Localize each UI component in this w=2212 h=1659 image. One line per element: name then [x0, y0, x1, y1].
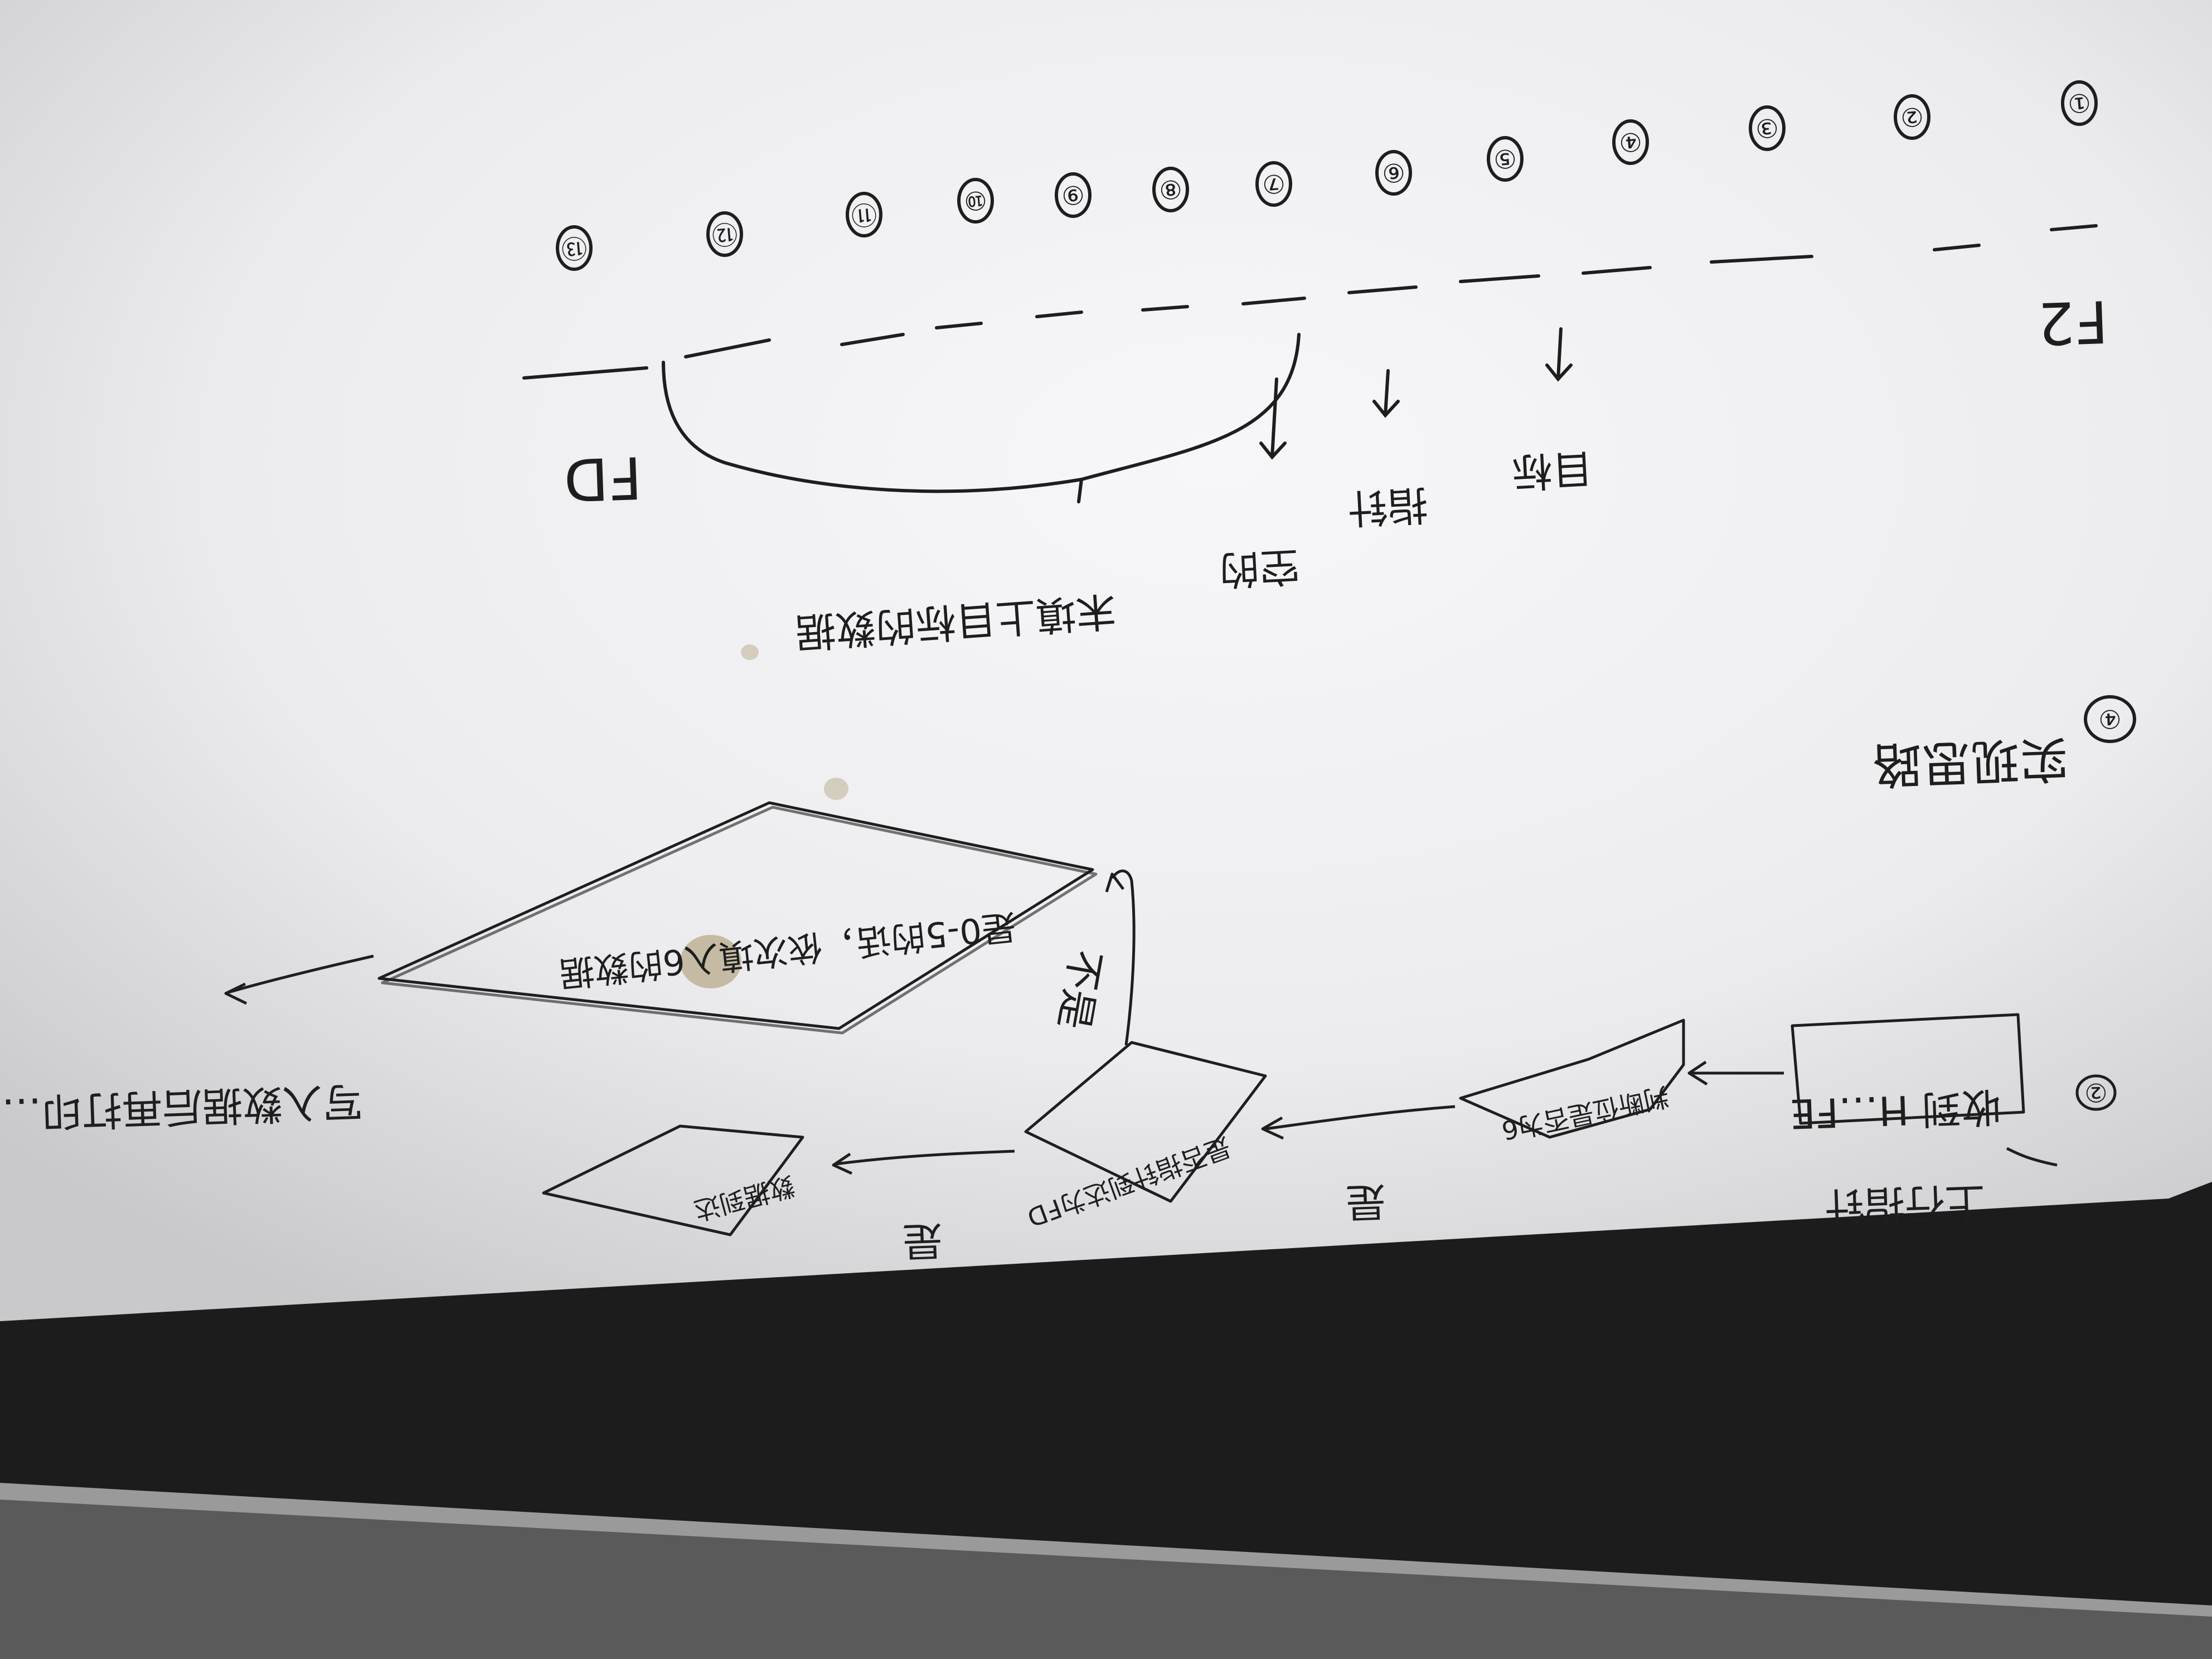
index-1: ① [2067, 87, 2092, 119]
arrow-d2-to-d3 [836, 1149, 1015, 1166]
dash-12 [684, 338, 771, 358]
dash-10 [935, 322, 983, 329]
arrow-loop-to-end-head [224, 982, 248, 1005]
circle-4 [1612, 119, 1649, 165]
index-12: ⑫ [711, 218, 739, 250]
dash-7 [1241, 297, 1306, 305]
row-end-label: FD [562, 443, 643, 514]
section-4-title: 实现思路 [1871, 730, 2069, 794]
dash-2 [1933, 244, 1981, 251]
circle-10 [957, 178, 994, 224]
index-4: ④ [1618, 126, 1643, 158]
branch-yes-1: 是 [1345, 1178, 1386, 1226]
dash-3 [1710, 255, 1813, 264]
stain-dot-2 [741, 644, 759, 660]
start-box [1791, 1013, 2025, 1125]
circle-9 [1055, 172, 1092, 218]
arrow-d2-to-d3-head [832, 1152, 853, 1175]
index-5: ⑤ [1492, 143, 1518, 174]
laptop-edge-highlight [0, 1483, 2212, 1617]
dash-13 [522, 366, 648, 380]
paper-sheet [0, 0, 2212, 1321]
circle-11 [846, 192, 882, 237]
index-2: ② [1899, 101, 1925, 133]
flowchart-shapes [224, 801, 2117, 1236]
circle-1 [2061, 80, 2098, 126]
circle-13 [556, 225, 593, 271]
arrow-target-shaft [1556, 327, 1563, 381]
section-4-badge: ④ [2098, 704, 2122, 734]
top-section-text: ① ② ③ ④ ⑤ ⑥ ⑦ ⑧ ⑨ ⑩ ⑪ ⑫ ⑬ F2 FD 目标 指针 空的… [560, 87, 2109, 656]
section-4-heading: ④ 实现思路 [1871, 695, 2136, 794]
decision-3-diamond [542, 1124, 804, 1236]
intro-tick [2006, 1147, 2058, 1167]
byte-sequence-section [522, 80, 2098, 503]
arrow-d2-loop-head [1105, 872, 1125, 892]
loop-box-overstroke [381, 806, 1098, 1035]
arrow-pointer-head [1372, 400, 1400, 418]
circle-8 [1152, 167, 1189, 212]
dash-6 [1347, 285, 1418, 294]
dash-5 [1459, 274, 1540, 283]
index-6: ⑥ [1381, 157, 1406, 188]
arrow-pointer-shaft [1384, 369, 1390, 417]
decision-1-diamond [1459, 1018, 1685, 1139]
arrow-d1-to-d2 [1265, 1105, 1456, 1131]
circle-2 [1894, 94, 1930, 140]
circle-5 [1487, 136, 1524, 182]
arrow-empty-shaft [1270, 377, 1278, 459]
dash-4 [1582, 266, 1652, 275]
section-4-badge-circle [2084, 695, 2136, 743]
arrow-start-to-d1-head [1687, 1060, 1708, 1086]
dash-1 [2050, 224, 2098, 231]
annotation-empty: 空的 [1218, 542, 1301, 593]
stain-mark [680, 935, 741, 988]
annotation-target: 目标 [1511, 445, 1593, 496]
circle-6 [1375, 150, 1412, 196]
flowchart-badge: ② [2084, 1077, 2108, 1108]
index-8: ⑧ [1158, 173, 1183, 205]
loop-box [377, 801, 1094, 1030]
brace-curve [662, 333, 1301, 493]
circle-3 [1749, 105, 1786, 151]
branch-yes-2: 是 [901, 1217, 943, 1265]
index-11: ⑪ [850, 198, 879, 231]
brace-tick [1077, 478, 1083, 503]
flowchart-badge-circle [2075, 1074, 2117, 1111]
flowchart-intro: 上行指针 [1824, 1178, 1986, 1230]
annotation-pointer: 指针 [1346, 481, 1429, 532]
circle-12 [706, 211, 743, 257]
arrow-empty-head [1259, 442, 1287, 460]
dash-11 [840, 333, 905, 346]
arrow-target-head [1545, 363, 1573, 382]
index-7: ⑦ [1261, 168, 1287, 200]
row-start-label: F2 [2036, 287, 2109, 357]
dash-8 [1141, 305, 1189, 312]
index-13: ⑬ [560, 232, 589, 264]
arrow-loop-to-end [228, 954, 374, 994]
index-9: ⑨ [1060, 179, 1086, 211]
dash-9 [1035, 311, 1083, 318]
circle-7 [1255, 161, 1292, 207]
arrow-d2-loop [1111, 870, 1136, 1046]
index-10: ⑩ [963, 185, 988, 216]
stain-dot [824, 778, 848, 800]
decision-2-diamond [1024, 1041, 1267, 1203]
arrow-d1-to-d2-head [1261, 1116, 1284, 1140]
start-box-label: 收到 H…FE [1789, 1083, 2003, 1137]
index-3: ③ [1754, 112, 1780, 144]
